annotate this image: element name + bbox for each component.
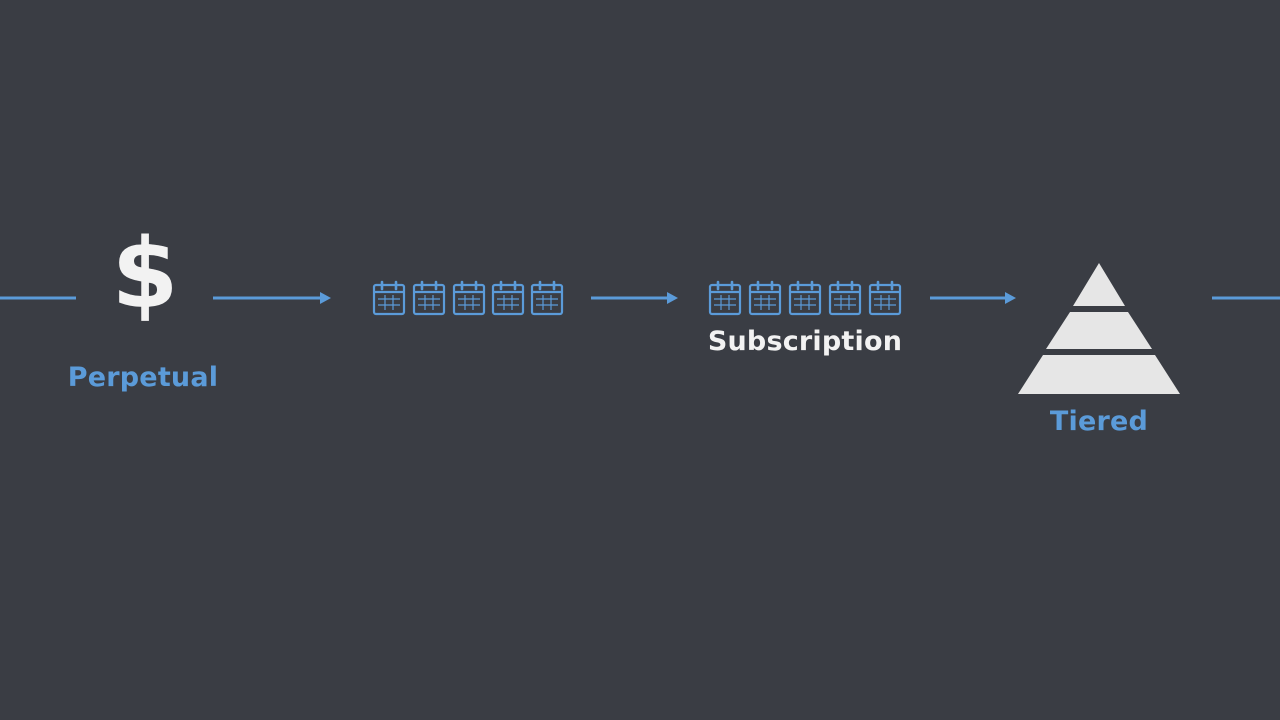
- dollar-icon: $: [111, 218, 179, 330]
- arrow-calendars-to-subscription: [591, 292, 678, 304]
- calendar-icon: [748, 280, 782, 316]
- calendar-icon-group-1: [372, 280, 564, 316]
- calendar-icon-group-subscription: [708, 280, 902, 316]
- pyramid-icon: [1018, 263, 1180, 394]
- arrow-subscription-to-tiered: [930, 292, 1016, 304]
- calendar-icon: [788, 280, 822, 316]
- calendar-icon: [372, 280, 406, 316]
- calendar-icon: [530, 280, 564, 316]
- tiered-label: Tiered: [1049, 406, 1149, 437]
- arrow-perpetual-to-calendars: [213, 292, 331, 304]
- calendar-icon: [412, 280, 446, 316]
- calendar-icon: [868, 280, 902, 316]
- calendar-icon: [708, 280, 742, 316]
- calendar-icon: [452, 280, 486, 316]
- calendar-icon: [828, 280, 862, 316]
- calendar-icon: [491, 280, 525, 316]
- subscription-label: Subscription: [707, 326, 903, 357]
- perpetual-label: Perpetual: [67, 362, 219, 393]
